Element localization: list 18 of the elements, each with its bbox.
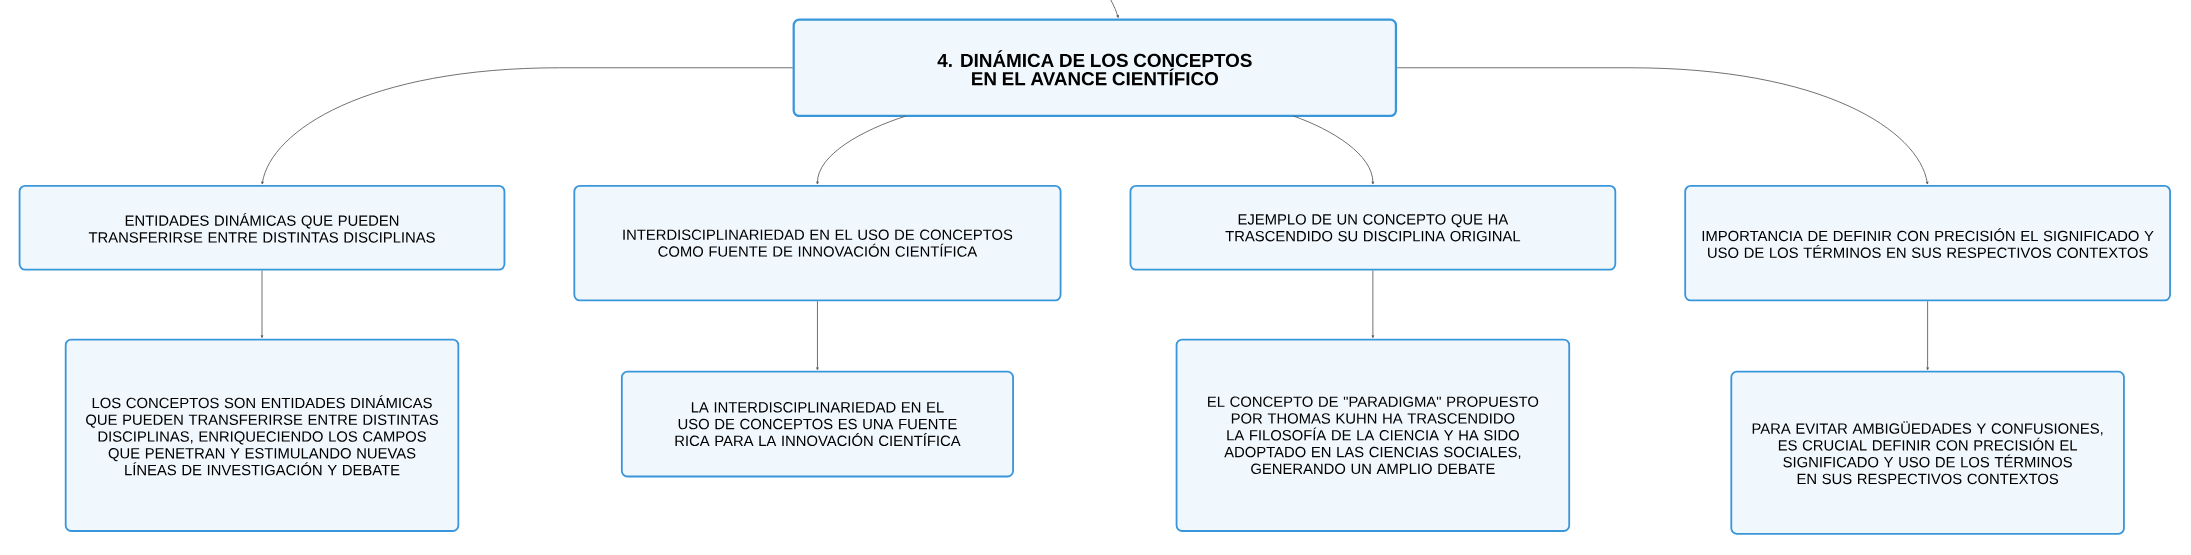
connector-line <box>260 270 264 339</box>
subtopic-box: IMPORTANCIA DE DEFINIR CON PRECISIÓN EL SIGNIFICADO Y USO DE LOS TÉRMINOS EN SUS RESPECTIVOS CONTEXTOS <box>1684 185 2171 302</box>
connector-line <box>1292 115 1375 185</box>
connector-line <box>816 115 907 185</box>
connector-line <box>1110 0 1119 19</box>
connector-line <box>1371 270 1375 339</box>
detail-box: EL CONCEPTO DE "PARADIGMA" PROPUESTO POR THOMAS KUHN HA TRASCENDIDO LA FILOSOFÍA DE LA CIENCIA Y HA SIDO ADOPTADO EN LAS CIENCIAS SOCIALES, GENERANDO UN AMPLIO DEBATE <box>1175 338 1571 532</box>
connector-line <box>1396 67 1929 185</box>
detail-box: LA INTERDISCIPLINARIEDAD EN EL USO DE CONCEPTOS ES UNA FUENTE RICA PARA LA INNOVACIÓN CIENTÍFICA <box>620 370 1014 478</box>
subtopic-box: INTERDISCIPLINARIEDAD EN EL USO DE CONCEPTOS COMO FUENTE DE INNOVACIÓN CIENTÍFICA <box>573 185 1062 302</box>
detail-box: PARA EVITAR AMBIGÜEDADES Y CONFUSIONES, ES CRUCIAL DEFINIR CON PRECISIÓN EL SIGNIFICADO Y USO DE LOS TÉRMINOS EN SUS RESPECTIVOS CONTEXTOS <box>1730 370 2125 535</box>
connector-line <box>1926 301 1929 371</box>
detail-box: LOS CONCEPTOS SON ENTIDADES DINÁMICAS QUE PUEDEN TRANSFERIRSE ENTRE DISTINTAS DISCIPLINAS, ENRIQUECIENDO LOS CAMPOS QUE PENETRAN Y ESTIMULANDO NUEVAS LÍNEAS DE INVESTIGACIÓN Y DEBATE <box>64 338 460 532</box>
connector-line <box>261 67 793 185</box>
topic-box: 4. DINÁMICA DE LOS CONCEPTOS EN EL AVANCE CIENTÍFICO <box>792 18 1398 118</box>
subtopic-box: EJEMPLO DE UN CONCEPTO QUE HA TRASCENDIDO SU DISCIPLINA ORIGINAL <box>1129 185 1617 271</box>
subtopic-box: ENTIDADES DINÁMICAS QUE PUEDEN TRANSFERIRSE ENTRE DISTINTAS DISCIPLINAS <box>18 185 506 271</box>
connector-line <box>816 301 819 371</box>
